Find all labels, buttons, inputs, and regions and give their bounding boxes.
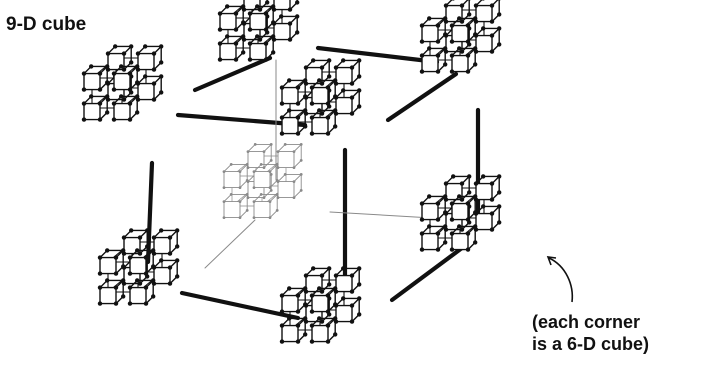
corner-btr-subcube: [474, 26, 502, 54]
diagram-title: 9-D cube: [6, 14, 86, 36]
corner-btl-subcube: [272, 0, 300, 12]
corner-ftr-subcube: [334, 58, 362, 86]
thick-edge: [392, 248, 462, 300]
corner-fbr-subcube: [334, 266, 362, 294]
corner-fbr-subcube: [334, 296, 362, 324]
hidden-edge: [205, 220, 255, 268]
corner-fbl-subcube: [152, 258, 180, 286]
corner-ftr-subcube: [334, 88, 362, 116]
caption-line-2: is a 6-D cube): [532, 333, 649, 355]
corner-ftl-subcube: [136, 74, 164, 102]
caption-line-1: (each corner: [532, 311, 649, 333]
corner-bbl-subcube: [277, 173, 303, 199]
thick-edge: [318, 48, 437, 62]
corner-bbl-subcube: [277, 143, 303, 169]
thick-edge: [195, 58, 270, 90]
corner-fbl-subcube: [152, 228, 180, 256]
corner-ftl-subcube: [136, 44, 164, 72]
pointer-arrow: [549, 258, 572, 302]
corner-caption: (each corner is a 6-D cube): [532, 311, 649, 355]
corner-btl-subcube: [272, 14, 300, 42]
thick-edge: [388, 74, 456, 120]
corner-btr-subcube: [474, 0, 502, 24]
